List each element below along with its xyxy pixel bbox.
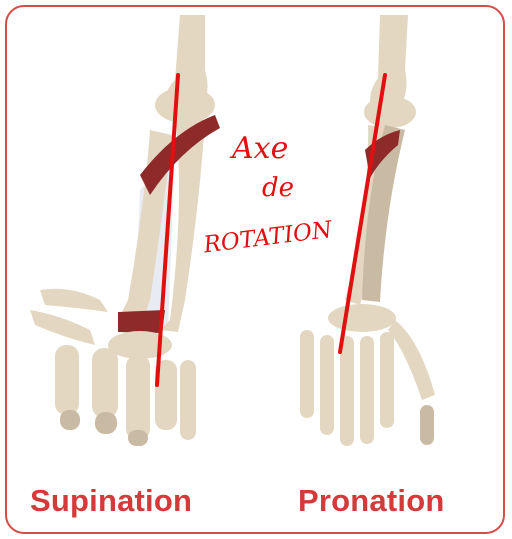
- handwritten-annotation: Axe de ROTATION: [201, 131, 334, 259]
- thumb-left-a: [40, 289, 108, 312]
- carpals-left: [108, 331, 172, 359]
- humerus-right: [370, 15, 408, 110]
- finger-bone: [360, 336, 374, 444]
- finger-bone: [55, 345, 79, 415]
- annotation-line-1: Axe: [229, 131, 288, 166]
- carpals-right: [328, 304, 396, 332]
- finger-bone: [60, 410, 80, 430]
- finger-bone: [180, 360, 196, 440]
- pronator-quadratus-left: [118, 310, 165, 333]
- finger-bone: [126, 355, 150, 440]
- elbow-right: [364, 96, 416, 128]
- caption-supination: Supination: [30, 483, 192, 519]
- finger-bone: [340, 336, 354, 446]
- thumb-left-b: [30, 310, 95, 345]
- annotation-line-3: ROTATION: [201, 217, 334, 259]
- supination-forearm: [30, 15, 220, 446]
- finger-bone: [420, 405, 434, 445]
- annotation-line-2: de: [262, 173, 294, 203]
- finger-bone: [95, 412, 117, 434]
- caption-pronation: Pronation: [298, 483, 444, 519]
- thumb-right: [388, 320, 435, 400]
- finger-bone: [92, 348, 118, 418]
- fingers-left: [55, 345, 196, 446]
- card-frame: [6, 6, 504, 533]
- finger-bone: [128, 430, 148, 446]
- fingers-right: [300, 320, 435, 446]
- finger-bone: [300, 330, 314, 418]
- finger-bone: [380, 332, 394, 428]
- finger-bone: [320, 335, 334, 435]
